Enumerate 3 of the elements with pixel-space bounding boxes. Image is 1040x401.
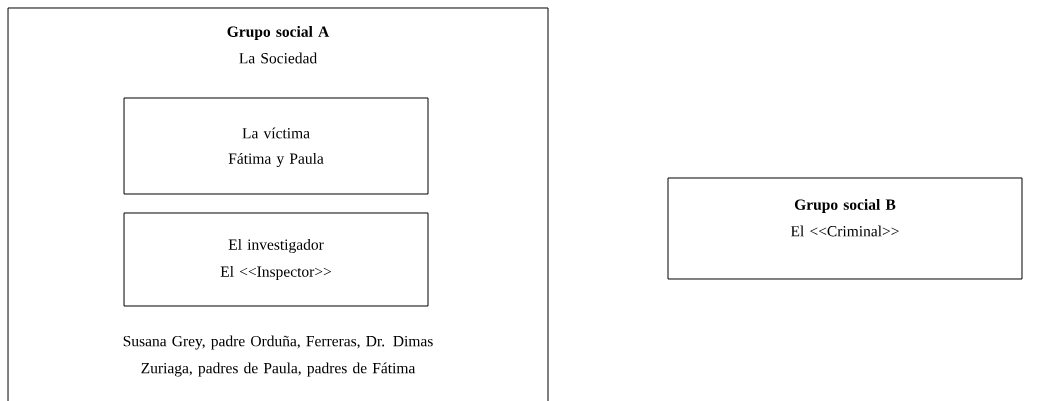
group-box: Grupo social B El <<Criminal>>: [667, 177, 1023, 280]
role-box: La víctima Fátima y Paula: [123, 97, 429, 195]
role-box: El investigador El <<Inspector>>: [123, 212, 429, 307]
